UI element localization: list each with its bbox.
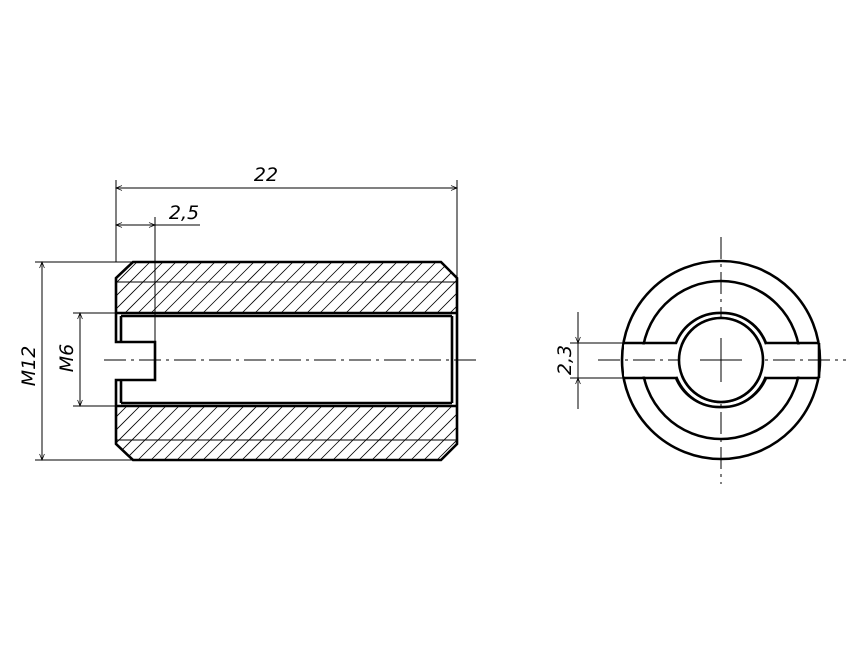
hatch-line bbox=[332, 262, 385, 313]
hatch-line bbox=[306, 262, 359, 313]
section-view bbox=[60, 260, 569, 462]
hatch-line bbox=[189, 262, 242, 313]
hatch-line bbox=[463, 262, 514, 313]
hatch-line bbox=[163, 262, 216, 313]
hatch-line bbox=[124, 406, 180, 460]
hatch-line bbox=[116, 262, 138, 313]
hatch-line bbox=[293, 262, 346, 313]
hatch-line bbox=[423, 406, 457, 460]
hatch-line bbox=[371, 406, 427, 460]
hatch-line bbox=[358, 406, 414, 460]
hatch-line bbox=[241, 406, 297, 460]
hatch-line bbox=[384, 406, 440, 460]
hatch-line bbox=[124, 262, 177, 313]
dimension-2-5: 2,5 bbox=[115, 202, 200, 342]
dimension-2-3-label: 2,3 bbox=[554, 345, 576, 375]
hatch-line bbox=[228, 406, 284, 460]
hatch-line bbox=[476, 406, 530, 460]
dimension-m12-label: M12 bbox=[18, 346, 40, 387]
hatch-line bbox=[319, 406, 375, 460]
hatch-line bbox=[423, 262, 457, 313]
hatch-line bbox=[345, 262, 398, 313]
hatch-line bbox=[176, 406, 232, 460]
hatch-line bbox=[502, 262, 553, 313]
hatch-line bbox=[502, 406, 556, 460]
dimension-m12: M12 bbox=[18, 261, 133, 461]
hatch-line bbox=[384, 262, 437, 313]
dimension-m6-label: M6 bbox=[56, 344, 78, 372]
hatch-line bbox=[319, 262, 372, 313]
hatch-line bbox=[358, 262, 411, 313]
hatch-line bbox=[215, 406, 271, 460]
hatch-line bbox=[476, 262, 527, 313]
hatch-line bbox=[150, 262, 203, 313]
hatch-line bbox=[397, 406, 453, 460]
hatch-line bbox=[60, 262, 111, 313]
hatch-line bbox=[397, 262, 450, 313]
dimension-22-label: 22 bbox=[254, 164, 278, 186]
hatch-line bbox=[489, 406, 543, 460]
hatch-line bbox=[280, 262, 333, 313]
dimension-m6: M6 bbox=[56, 312, 116, 407]
hatch-line bbox=[293, 406, 349, 460]
hatch-line bbox=[116, 406, 167, 460]
hatch-line bbox=[150, 406, 206, 460]
hatch-line bbox=[410, 262, 457, 313]
end-view bbox=[598, 237, 846, 484]
hatch-line bbox=[163, 406, 219, 460]
dimension-22: 22 bbox=[115, 164, 458, 278]
hatch-line bbox=[202, 406, 258, 460]
hatch-line bbox=[116, 406, 141, 460]
hatch-line bbox=[202, 262, 255, 313]
hatch-line bbox=[345, 406, 401, 460]
hatching-bottom bbox=[60, 406, 569, 460]
hatch-line bbox=[371, 262, 424, 313]
hatch-line bbox=[60, 406, 114, 460]
hatch-line bbox=[254, 262, 307, 313]
hatch-line bbox=[515, 262, 566, 313]
hatch-line bbox=[332, 406, 388, 460]
hatch-line bbox=[137, 406, 193, 460]
slot-edge-bottom bbox=[623, 376, 819, 409]
hatch-line bbox=[116, 262, 151, 313]
hatch-line bbox=[436, 262, 457, 313]
hatch-line bbox=[254, 406, 310, 460]
hatch-line bbox=[463, 406, 517, 460]
hatch-line bbox=[489, 262, 540, 313]
dimension-2-3: 2,3 bbox=[554, 312, 624, 409]
hatch-line bbox=[267, 262, 320, 313]
slot-edge-top bbox=[623, 311, 819, 345]
hatch-line bbox=[515, 406, 569, 460]
hatch-line bbox=[189, 406, 245, 460]
hatch-line bbox=[215, 262, 268, 313]
hatch-line bbox=[116, 406, 128, 460]
hatch-line bbox=[280, 406, 336, 460]
hatch-line bbox=[137, 262, 190, 313]
hatching-top bbox=[60, 262, 566, 313]
hatch-line bbox=[176, 262, 229, 313]
dimension-2-5-label: 2,5 bbox=[169, 202, 199, 224]
hatch-line bbox=[228, 262, 281, 313]
hatch-line bbox=[116, 406, 154, 460]
hatch-line bbox=[267, 406, 323, 460]
hatch-line bbox=[306, 406, 362, 460]
hatch-line bbox=[241, 262, 294, 313]
hatch-line bbox=[436, 406, 457, 460]
